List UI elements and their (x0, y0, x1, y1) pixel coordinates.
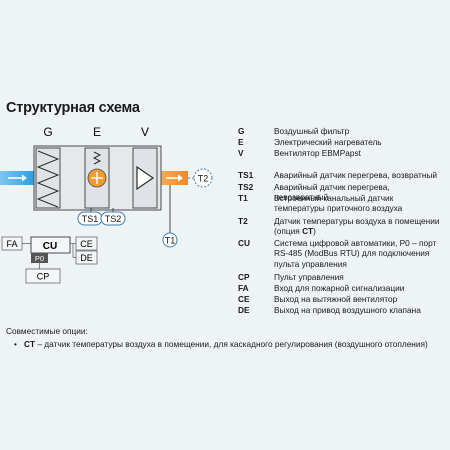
bullet-icon: • (14, 339, 17, 349)
sensor-ts2-label: TS2 (105, 214, 122, 224)
p0-label: P0 (35, 254, 44, 263)
legend-code: CP (238, 272, 250, 282)
p0-port (31, 253, 48, 263)
cp-box (25, 268, 61, 284)
cp-label: CP (37, 272, 50, 282)
legend-desc: Выход на привод воздушного клапана (274, 305, 421, 315)
ce-label: CE (80, 239, 93, 249)
block-g-letter: G (43, 125, 52, 139)
legend-code: T1 (238, 193, 248, 203)
legend-code: FA (238, 283, 249, 293)
legend-desc: Электрический нагреватель (274, 137, 382, 147)
option-item: • CT – датчик температуры воздуха в поме… (6, 339, 446, 350)
legend-desc: Вход для пожарной сигнализации (274, 283, 405, 293)
legend-code: E (238, 137, 244, 147)
sensor-t1-label: T1 (165, 236, 176, 246)
options-heading: Совместимые опции: (6, 326, 88, 336)
option-text: – датчик температуры воздуха в помещении… (35, 339, 428, 349)
legend-code: V (238, 148, 244, 158)
legend-code: T2 (238, 216, 248, 226)
legend-desc: Встроенный канальный датчик температуры … (274, 193, 403, 214)
heater-block (84, 147, 110, 209)
legend-desc: Пульт управления (274, 272, 344, 282)
compatible-options: Совместимые опции: • CT – датчик темпера… (6, 326, 446, 350)
legend-desc: Система цифровой автоматики, P0 – порт R… (274, 238, 437, 269)
de-label: DE (80, 253, 93, 263)
legend-desc: Вентилятор EBMPapst (274, 148, 361, 158)
sensor-ts1-label: TS1 (82, 214, 99, 224)
legend-code: CU (238, 238, 250, 248)
fa-label: FA (6, 239, 17, 249)
sensor-ts2: TS2 (100, 208, 126, 226)
ce-box (75, 236, 98, 251)
structural-diagram: G E V TS1 TS2 (0, 125, 213, 284)
legend-code: DE (238, 305, 250, 315)
legend-code: G (238, 126, 245, 136)
block-v-letter: V (141, 125, 149, 139)
legend-desc-text: Датчик температуры воздуха в помещении (… (274, 216, 440, 237)
arrow-right-icon (8, 174, 27, 182)
legend-desc: Выход на вытяжной вентилятор (274, 294, 398, 304)
option-code: CT (24, 339, 36, 349)
arrow-right-icon (166, 174, 183, 182)
sensor-t2-label: T2 (198, 174, 209, 184)
sensor-ts1: TS1 (77, 208, 103, 226)
legend-desc-bold: CT (302, 226, 314, 237)
sensor-t1: T1 (162, 185, 178, 248)
de-box (75, 250, 98, 265)
legend-code: CE (238, 294, 250, 304)
legend-code: TS1 (238, 170, 254, 180)
cu-label: CU (43, 241, 57, 252)
page-title: Структурная схема (6, 100, 140, 116)
block-e-letter: E (93, 125, 101, 139)
legend-code: TS2 (238, 182, 254, 192)
legend-desc: Воздушный фильтр (274, 126, 350, 136)
sensor-t2: T2 (193, 168, 213, 188)
filter-block (35, 147, 61, 209)
fan-block (132, 147, 158, 209)
legend-desc: Аварийный датчик перегрева, возвратный (274, 170, 438, 180)
cu-box (30, 236, 71, 254)
legend-desc: Датчик температуры воздуха в помещении (… (274, 216, 446, 237)
legend-desc: Аварийный датчик перегрева, невозвратный (274, 182, 390, 203)
legend-desc-text: ) (313, 226, 316, 237)
control-system: FA CU P0 CE DE CP (1, 236, 98, 284)
